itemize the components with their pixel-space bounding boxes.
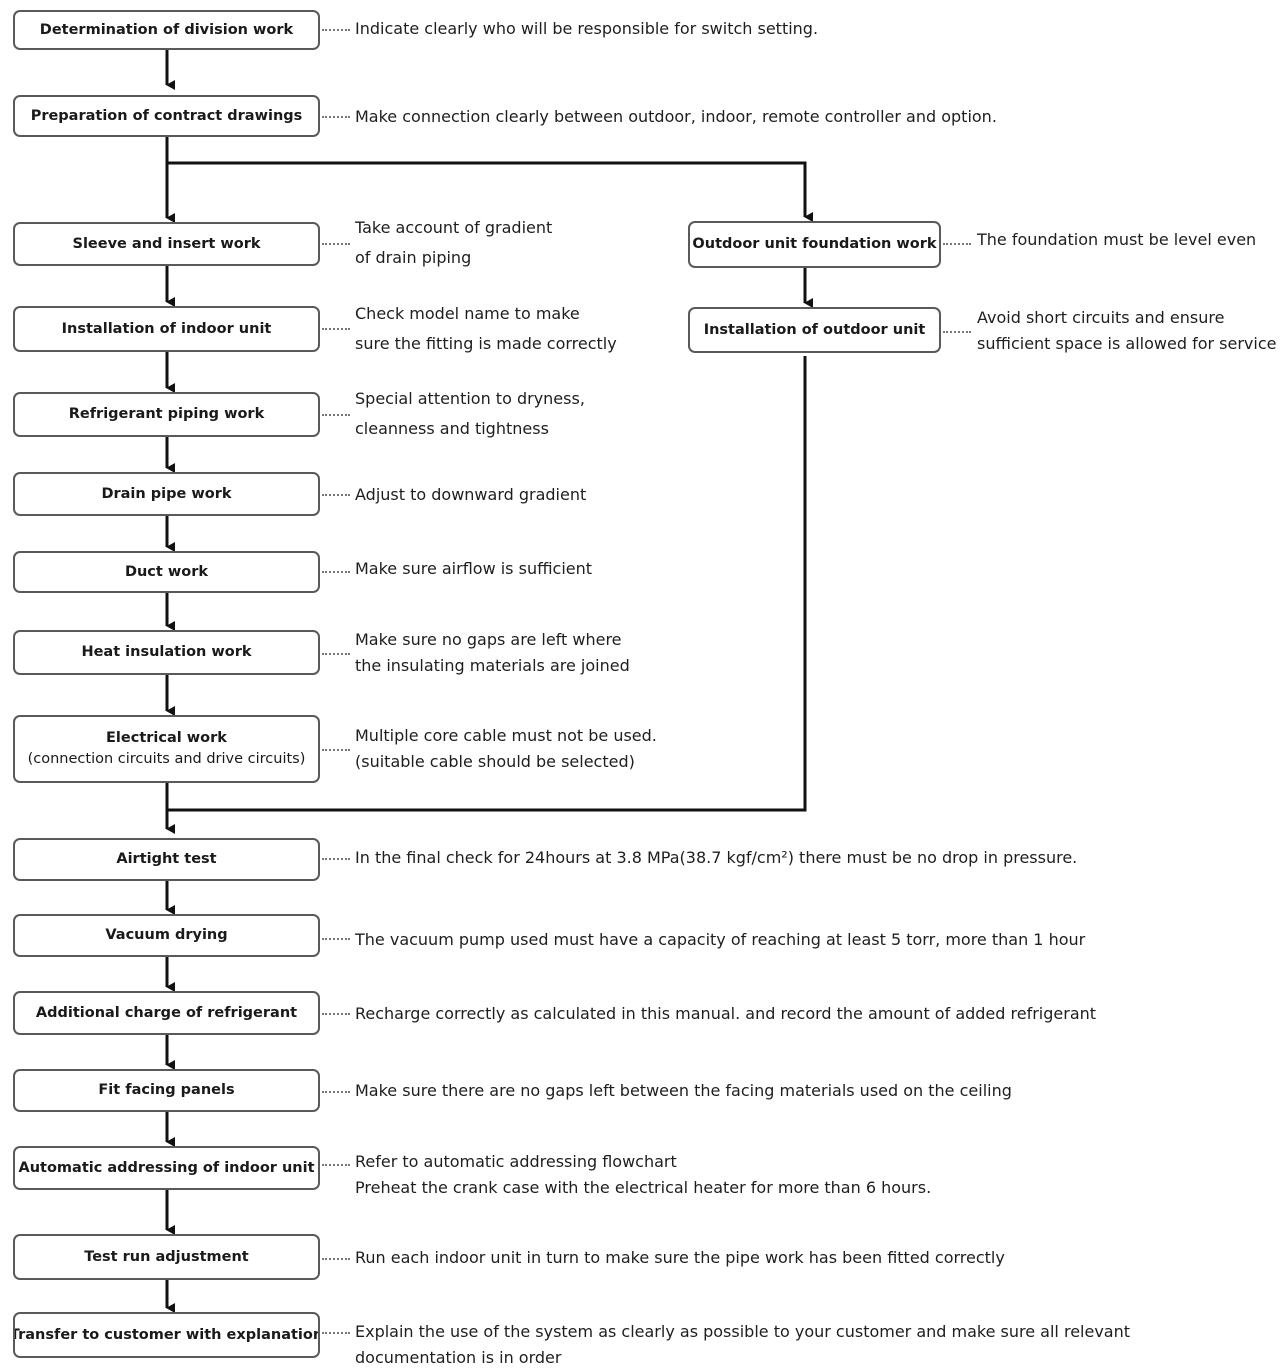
note-sleeve-line2: of drain piping [355,248,472,267]
note-transfer-line1: Explain the use of the system as clearly… [355,1322,1131,1341]
step-electrical-work: Electrical work (connection circuits and… [13,715,320,783]
note-indoor-line2: sure the fitting is made correctly [355,334,617,353]
leader-duct [322,571,350,573]
step-automatic-addressing: Automatic addressing of indoor unit [13,1146,320,1190]
leader-foundation [943,243,971,245]
step-division-work: Determination of division work [13,10,320,50]
note-heat-line1: Make sure no gaps are left where [355,630,622,649]
note-sleeve: Take account of gradient of drain piping [355,215,552,271]
leader-vacuum [322,938,350,940]
step-indoor-install: Installation of indoor unit [13,306,320,352]
note-outdoor: Avoid short circuits and ensure sufficie… [977,305,1276,357]
step-fit-facing-panels: Fit facing panels [13,1069,320,1112]
note-outdoor-line2: sufficient space is allowed for service [977,334,1277,353]
step-drain-pipe: Drain pipe work [13,472,320,516]
step-electrical-title: Electrical work [106,730,227,746]
step-contract-drawings: Preparation of contract drawings [13,95,320,137]
step-electrical-subtitle: (connection circuits and drive circuits) [27,751,306,767]
leader-airtight [322,858,350,860]
step-test-run: Test run adjustment [13,1234,320,1280]
note-heat: Make sure no gaps are left where the ins… [355,627,630,679]
step-airtight-test: Airtight test [13,838,320,881]
note-contract: Make connection clearly between outdoor,… [355,107,997,126]
leader-charge [322,1013,350,1015]
note-transfer: Explain the use of the system as clearly… [355,1319,1130,1371]
note-vacuum: The vacuum pump used must have a capacit… [355,930,1086,949]
step-duct-work: Duct work [13,551,320,593]
step-heat-insulation: Heat insulation work [13,630,320,675]
note-indoor: Check model name to make sure the fittin… [355,301,617,357]
leader-addressing [322,1164,350,1166]
note-outdoor-line1: Avoid short circuits and ensure [977,308,1225,327]
note-sleeve-line1: Take account of gradient [355,218,553,237]
step-outdoor-install: Installation of outdoor unit [688,307,941,353]
merge-from-outdoor [167,356,807,812]
leader-drain [322,494,350,496]
note-transfer-line2: documentation is in order [355,1348,562,1367]
leader-facing [322,1091,350,1093]
note-indoor-line1: Check model name to make [355,304,580,323]
step-sleeve-insert: Sleeve and insert work [13,222,320,266]
note-electrical-line1: Multiple core cable must not be used. [355,726,657,745]
note-refrigerant-line1: Special attention to dryness, [355,389,585,408]
note-electrical-line2: (suitable cable should be selected) [355,752,635,771]
step-vacuum-drying: Vacuum drying [13,914,320,957]
step-additional-charge: Additional charge of refrigerant [13,991,320,1035]
leader-heat [322,653,350,655]
leader-testrun [322,1258,350,1260]
note-charge: Recharge correctly as calculated in this… [355,1004,1097,1023]
leader-indoor [322,328,350,330]
note-refrigerant-line2: cleanness and tightness [355,419,549,438]
note-heat-line2: the insulating materials are joined [355,656,630,675]
note-addressing-line2: Preheat the crank case with the electric… [355,1178,932,1197]
note-division: Indicate clearly who will be responsible… [355,19,819,38]
step-transfer-customer: Transfer to customer with explanation [13,1312,320,1358]
note-drain: Adjust to downward gradient [355,485,587,504]
leader-outdoor [943,331,971,333]
leader-transfer [322,1332,350,1334]
branch-to-outdoor [167,161,813,222]
note-foundation: The foundation must be level even [977,230,1257,249]
leader-contract [322,116,350,118]
leader-electrical [322,749,350,751]
note-facing: Make sure there are no gaps left between… [355,1081,1012,1100]
leader-refrigerant [322,414,350,416]
note-addressing: Refer to automatic addressing flowchart … [355,1149,931,1201]
note-electrical: Multiple core cable must not be used. (s… [355,723,657,775]
leader-division [322,29,350,31]
note-airtight: In the final check for 24hours at 3.8 MP… [355,848,1078,867]
note-addressing-line1: Refer to automatic addressing flowchart [355,1152,677,1171]
note-refrigerant: Special attention to dryness, cleanness … [355,386,585,442]
leader-sleeve [322,243,350,245]
note-testrun: Run each indoor unit in turn to make sur… [355,1248,1005,1267]
step-refrigerant-piping: Refrigerant piping work [13,392,320,437]
step-outdoor-foundation: Outdoor unit foundation work [688,221,941,268]
note-duct: Make sure airflow is sufficient [355,559,593,578]
